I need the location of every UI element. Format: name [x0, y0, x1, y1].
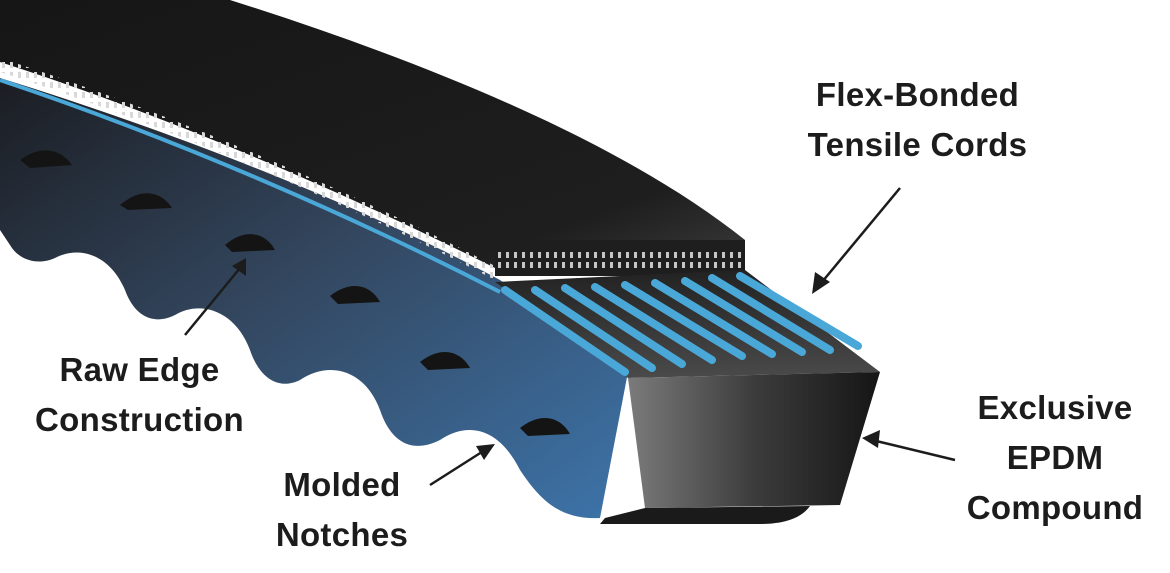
side-blue-stripe	[0, 78, 501, 294]
arrow-raw-edge	[184, 267, 241, 336]
label-tensile-cords: Flex-Bonded Tensile Cords	[807, 76, 1028, 163]
belt-end-face	[628, 372, 880, 508]
arrow-molded-notches	[429, 448, 486, 487]
belt-top-surface	[0, 0, 745, 268]
label-epdm-compound: Exclusive EPDM Compound	[966, 389, 1144, 526]
side-cord-band	[0, 58, 495, 280]
label-molded-notches: Molded Notches	[275, 466, 409, 553]
arrow-tensile-cords	[821, 187, 901, 283]
tensile-cords	[501, 272, 862, 376]
molded-notch-shapes	[20, 150, 570, 436]
label-raw-edge: Raw Edge Construction	[35, 351, 244, 438]
callout-arrows	[184, 187, 956, 487]
belt-side-face	[0, 78, 628, 519]
arrow-epdm	[871, 438, 956, 462]
belt-end-bottom	[600, 506, 810, 524]
